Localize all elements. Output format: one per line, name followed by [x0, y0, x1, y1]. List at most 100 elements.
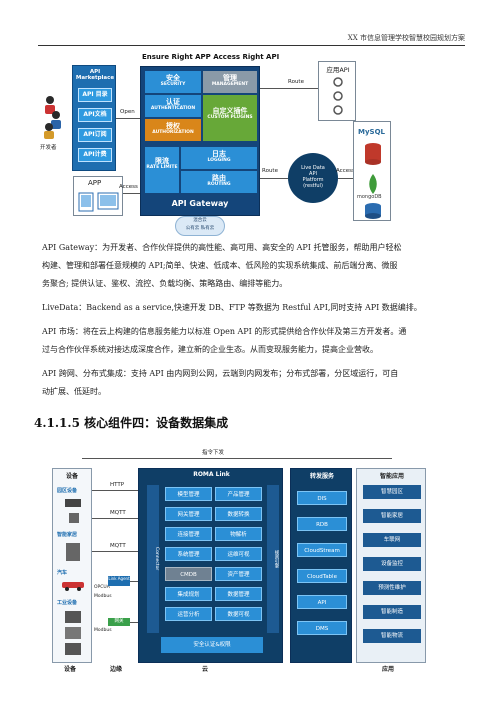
app-item: 智能物流 [363, 629, 421, 643]
cloud-private: 私有云 [200, 226, 215, 231]
device-item: 园区设备 [57, 488, 78, 494]
access-arrow-right [338, 178, 353, 179]
command-line [82, 458, 392, 459]
roma-item: 运维可视 [215, 547, 262, 561]
roma-title: ROMA Link [193, 471, 230, 478]
block-cn: 自定义插件 [212, 107, 248, 115]
gear-icon [333, 77, 343, 115]
link-agent: Link Agent [108, 576, 130, 586]
protocol-label: Modbus [94, 628, 112, 633]
devices-title: 设备 [65, 473, 78, 480]
app-item: 智能制造 [363, 605, 421, 619]
command-label: 指令下发 [202, 450, 225, 456]
block-en: AUTHENTICATION [150, 106, 196, 111]
block-cn: 认证 [166, 98, 180, 106]
app-item: 智慧园区 [363, 485, 421, 499]
block-cn: 管理 [223, 74, 237, 82]
app-item: 预测性维护 [363, 581, 421, 595]
forwarding-item: API [297, 595, 347, 609]
gateway-block-routing: 路由 ROUTING [181, 171, 257, 193]
block-en: CUSTOM PLUGINS [207, 115, 253, 120]
marketplace-item: API订阅 [78, 128, 112, 142]
gateway-block-security: 安全 SECURITY [145, 71, 201, 93]
protocol-label: Modbus [94, 594, 112, 599]
bottom-label: 应用 [382, 666, 395, 673]
home-device-icon [66, 543, 80, 561]
access-label: Access [119, 184, 138, 190]
paragraph-line: 构建、管理和部署任意规模的 API;简单、快速、低成本、低风险的实现系统集成、前… [42, 261, 398, 270]
roma-item: CMDB [165, 567, 212, 581]
open-arrow [116, 118, 140, 119]
api-gateway-figure: Ensure Right APP Access Right API 开发者 AP… [40, 53, 458, 236]
security-bar: 安全认证&权限 [161, 637, 263, 653]
route-label-top: Route [288, 79, 304, 85]
database-icon [365, 203, 381, 219]
forwarding-item: DIS [297, 491, 347, 505]
device-item: 汽车 [57, 570, 68, 576]
database-box: MySQL mongoDB [353, 121, 391, 221]
protocol-arrow [92, 518, 138, 519]
marketplace-item: API文档 [78, 108, 112, 122]
bottom-label: 边缘 [110, 666, 123, 673]
gateway-block-custom-plugins: 自定义插件 CUSTOM PLUGINS [203, 95, 257, 141]
forwarding-title: 转发服务 [309, 473, 334, 480]
access-arrow [123, 193, 140, 194]
protocol-label: HTTP [110, 482, 125, 488]
marketplace-item: API 目录 [78, 88, 112, 102]
block-cn: 路由 [212, 174, 226, 182]
developer-label: 开发者 [40, 145, 57, 151]
forwarding-service: 转发服务 DIS RDB CloudStream CloudTable API … [290, 468, 352, 663]
mysql-logo: MySQL [358, 128, 385, 136]
forwarding-item: CloudStream [297, 543, 347, 557]
cloud-shape: 混合云 公有云 私有云 [175, 216, 225, 236]
car-icon [62, 582, 84, 591]
access-label-right: Access [336, 168, 355, 174]
protocol-label: OPCUA [94, 585, 110, 590]
marketplace-item: API计费 [78, 148, 112, 162]
protocol-arrow [130, 581, 138, 582]
gateway-edge: 网关 [108, 618, 130, 626]
roma-item: 运营分析 [165, 607, 212, 621]
bottom-label: 云 [202, 666, 209, 673]
roma-item: 模型管理 [165, 487, 212, 501]
api-marketplace: API Marketplace API 目录 API文档 API订阅 API计费 [72, 65, 116, 171]
developer-icons [42, 95, 64, 143]
gateway-block-rate-limit: 限流 RATE LIMITE [145, 147, 179, 193]
industrial-device-icon [65, 611, 81, 655]
figure-title: Ensure Right APP Access Right API [142, 53, 280, 61]
device-integration-figure: 指令下发 设备 园区设备 智能家居 汽车 工业设备 HTTP MQTT MQTT… [52, 448, 440, 676]
roma-item: 数据管理 [215, 587, 262, 601]
route-arrow-top [260, 88, 318, 89]
header-divider [38, 45, 465, 46]
paragraph-line: 务聚合; 提供认证、鉴权、流控、负载均衡、策略路由、编排等能力。 [42, 279, 288, 288]
live-data-line2: API [309, 171, 317, 177]
roma-item: 数据可视 [215, 607, 262, 621]
paragraph-line: API 市场：将在云上构建的信息服务能力以标准 Open API 的形式提供给合… [42, 327, 407, 336]
device-item: 工业设备 [57, 600, 78, 606]
cloud-hybrid: 混合云 [193, 218, 207, 223]
open-label: Open [120, 109, 135, 115]
roma-item: 网关管理 [165, 507, 212, 521]
paragraph-line: API Gateway：为开发者、合作伙伴提供的高性能、高可用、高安全的 API… [42, 243, 402, 252]
forwarding-item: CloudTable [297, 569, 347, 583]
mongodb-leaf-icon [369, 174, 377, 194]
forwarding-item: DMS [297, 621, 347, 635]
apps-title: 智能应用 [379, 473, 404, 480]
smart-apps: 智能应用 智慧园区 智能家居 车联网 设备监控 预测性维护 智能制造 智能物流 [356, 468, 426, 663]
roma-item: 资产管理 [215, 567, 262, 581]
live-data-line4: (restful) [303, 183, 323, 189]
live-data-platform: Live Data API Platform (restful) [288, 153, 338, 203]
roma-item: 产品管理 [215, 487, 262, 501]
api-gateway: 安全 SECURITY 管理 MANAGEMENT 认证 AUTHENTICAT… [140, 66, 260, 216]
route-arrow-mid [260, 178, 288, 179]
camera-icon [65, 499, 81, 523]
block-cn: 安全 [166, 74, 180, 82]
protocol-arrow [92, 551, 138, 552]
route-label-mid: Route [262, 168, 278, 174]
block-en: MANAGEMENT [211, 82, 249, 87]
api-app-box: 应用API [318, 61, 356, 121]
gateway-block-management: 管理 MANAGEMENT [203, 71, 257, 93]
roma-link: ROMA Link Connector 规则引擎 模型管理 产品管理 网关管理 … [138, 468, 283, 663]
block-cn: 授权 [166, 122, 180, 130]
block-en: SECURITY [160, 82, 186, 87]
